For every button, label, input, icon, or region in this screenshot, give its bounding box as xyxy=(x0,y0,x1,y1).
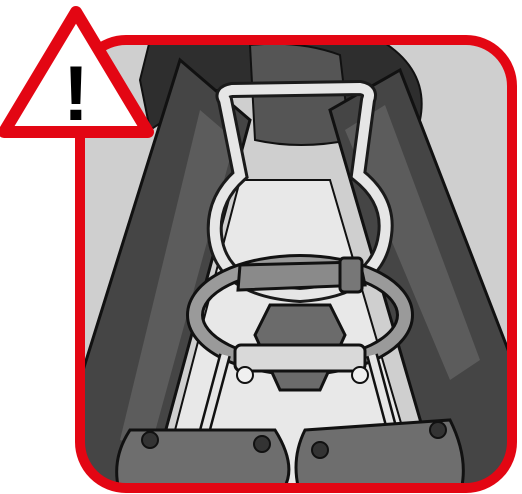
right-device-screw-2 xyxy=(430,422,446,438)
right-device-screw xyxy=(312,442,328,458)
left-device-screw-2 xyxy=(254,436,270,452)
carabiner-lock xyxy=(340,258,362,292)
harness-illustration xyxy=(80,40,512,494)
exclamation-icon: ! xyxy=(63,49,89,137)
swivel-bolt-left xyxy=(237,367,253,383)
swivel-bar xyxy=(235,345,365,371)
swivel-bolt-right xyxy=(352,367,368,383)
left-device-screw xyxy=(142,432,158,448)
